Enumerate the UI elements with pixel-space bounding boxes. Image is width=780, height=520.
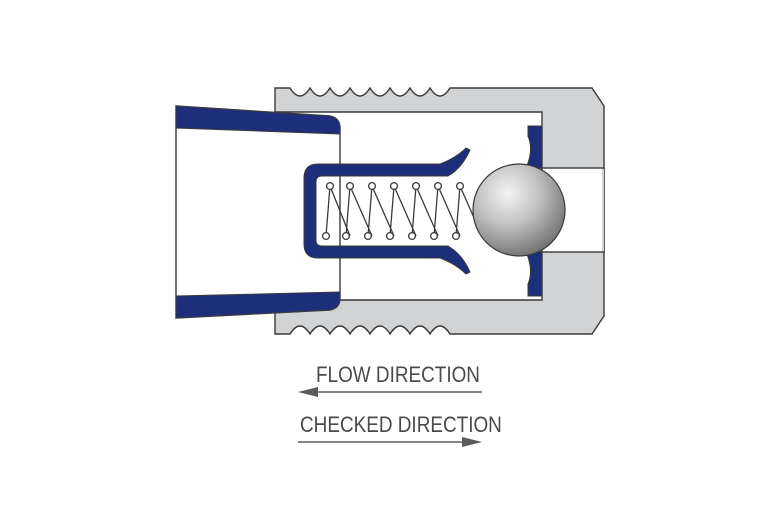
flow-direction-arrow [298, 387, 482, 397]
checked-direction-arrow [298, 437, 482, 447]
flow-direction-label: FLOW DIRECTION [316, 362, 480, 387]
check-ball [472, 163, 566, 257]
compression-spring [321, 181, 483, 241]
fitting-wall-bottom [175, 291, 341, 319]
fitting-wall-top [175, 105, 341, 135]
spring-cage [303, 147, 471, 275]
checked-direction-label: CHECKED DIRECTION [300, 412, 502, 437]
